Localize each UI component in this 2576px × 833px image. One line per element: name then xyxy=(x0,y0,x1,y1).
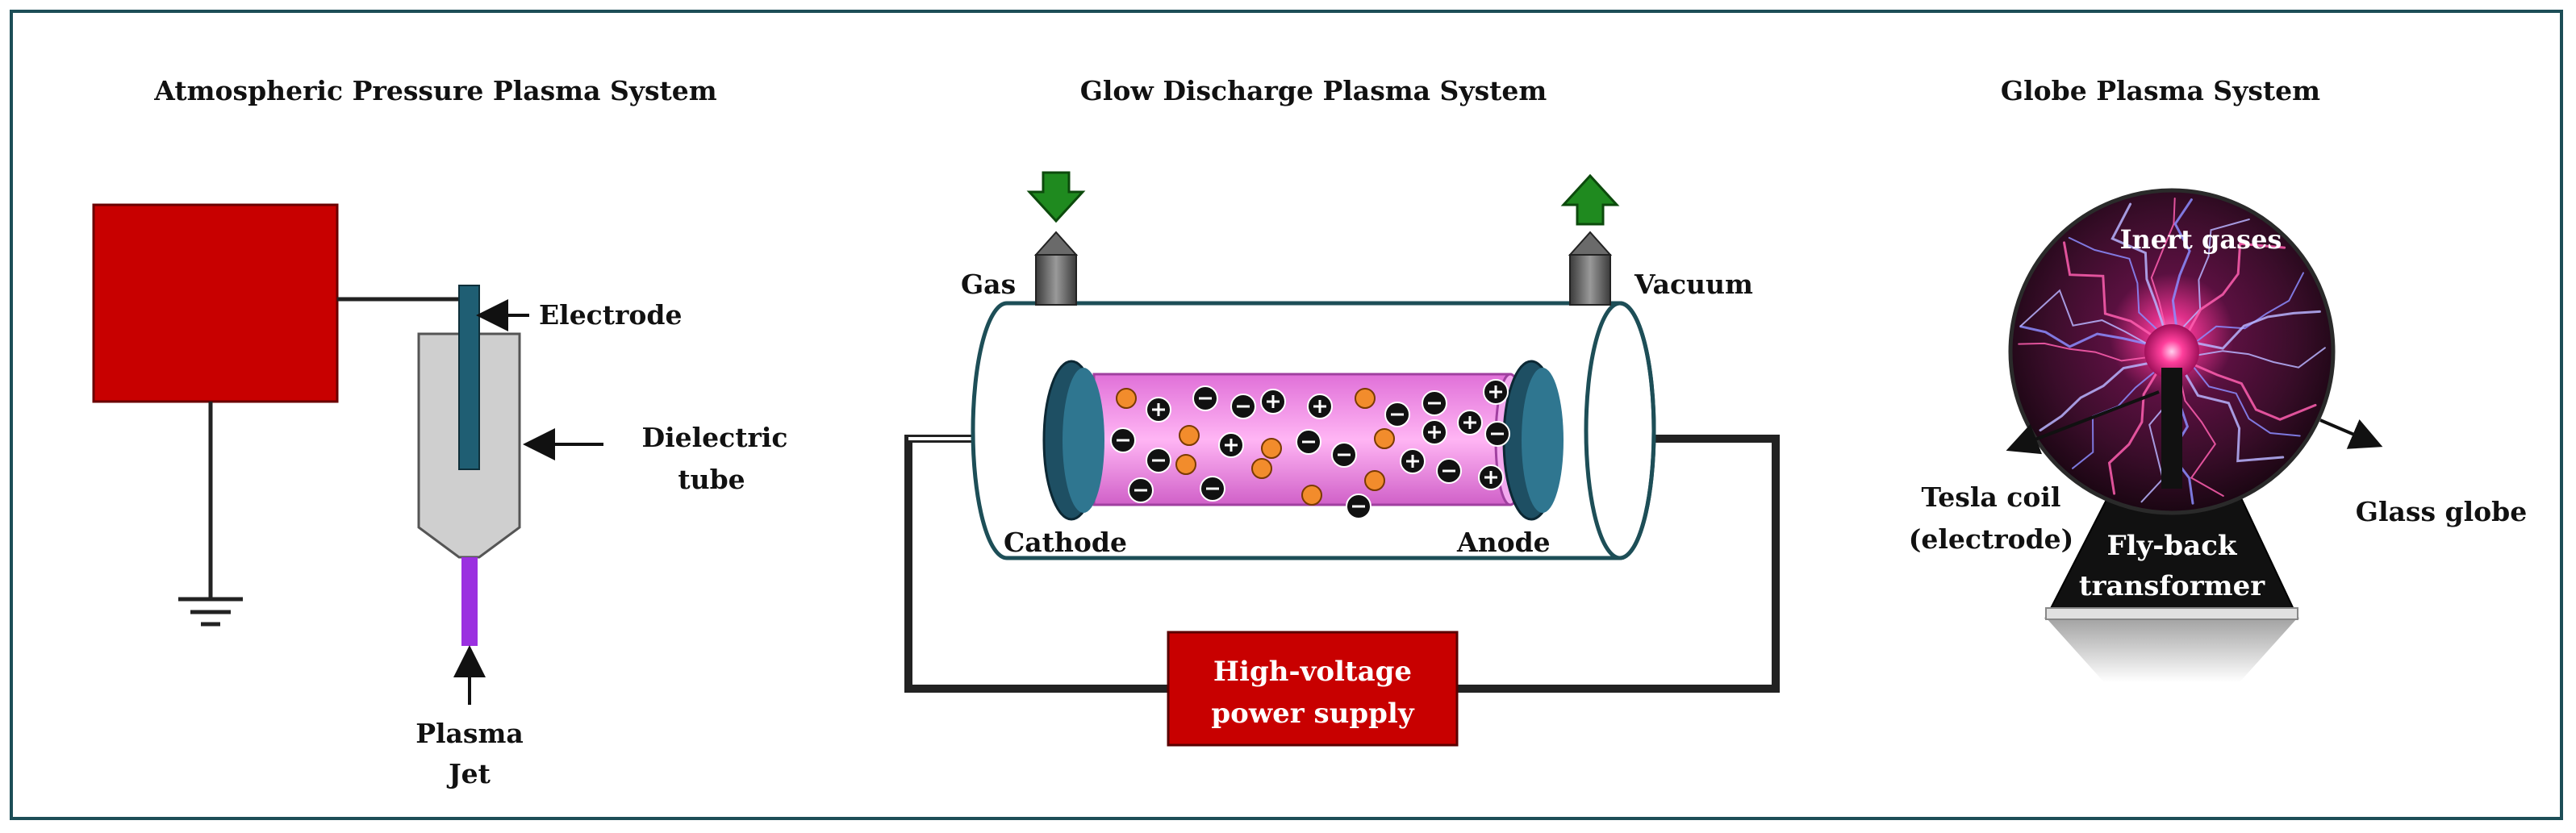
label-dielectric: Dielectric xyxy=(641,422,787,453)
neutral-particle xyxy=(1355,388,1376,409)
title-atmospheric: Atmospheric Pressure Plasma System xyxy=(153,75,716,106)
ground-icon xyxy=(178,597,243,627)
neutral-particle xyxy=(1175,454,1196,475)
label-tube: tube xyxy=(678,464,745,495)
glow-discharge-system: Gas Vacuum Cathode Anode High-voltage po… xyxy=(904,171,1780,747)
diagram-canvas: Atmospheric Pressure Plasma System Glow … xyxy=(92,75,2527,789)
neutral-particle xyxy=(1261,438,1282,459)
label-transformer: transformer xyxy=(2079,570,2265,602)
tesla-coil-arrow xyxy=(2006,390,2160,455)
figure-frame: Atmospheric Pressure Plasma System Glow … xyxy=(10,10,2563,820)
high-voltage-power-supply xyxy=(1167,631,1459,747)
power-source-box xyxy=(92,203,339,403)
label-gas: Gas xyxy=(961,269,1016,300)
vacuum-valve xyxy=(1568,231,1613,306)
label-jet: Jet xyxy=(446,758,491,789)
neutral-particle xyxy=(1251,458,1272,479)
circuit-wire-right xyxy=(1457,435,1780,693)
label-anode: Anode xyxy=(1456,527,1551,558)
label-psu-2: power supply xyxy=(1211,698,1414,730)
neutral-particle xyxy=(1364,470,1385,491)
globe-system: Inert gases Tesla coil (electrode) Glass… xyxy=(1909,188,2527,682)
title-globe: Globe Plasma System xyxy=(2001,75,2320,106)
label-flyback: Fly-back xyxy=(2107,530,2238,562)
glass-tube-end xyxy=(1584,301,1656,560)
label-electrode-paren: (electrode) xyxy=(1909,523,2074,555)
neutral-particle xyxy=(1374,428,1395,449)
neutral-particle xyxy=(1179,425,1200,446)
globe-core xyxy=(2144,324,2199,379)
glass-globe-arrow xyxy=(2319,419,2383,449)
label-glass-globe: Glass globe xyxy=(2356,496,2527,527)
plasma-jet xyxy=(461,557,478,646)
neutral-particle xyxy=(1301,485,1322,506)
base-shadow xyxy=(2046,618,2298,682)
label-inert-gases: Inert gases xyxy=(2120,224,2282,255)
electrode-rod xyxy=(458,285,480,470)
atmospheric-system: Electrode Dielectric tube Plasma Jet xyxy=(92,203,788,789)
gas-in-arrow-icon xyxy=(1026,171,1086,223)
label-psu-1: High-voltage xyxy=(1213,656,1412,688)
gas-valve xyxy=(1033,231,1079,306)
tesla-coil-rod xyxy=(2161,368,2182,489)
plasma-particles xyxy=(1110,379,1510,519)
label-tesla-coil: Tesla coil xyxy=(1922,481,2061,513)
label-electrode: Electrode xyxy=(539,299,683,331)
label-plasma: Plasma xyxy=(415,718,524,749)
label-vacuum: Vacuum xyxy=(1634,269,1753,300)
label-cathode: Cathode xyxy=(1004,527,1127,558)
title-glow-discharge: Glow Discharge Plasma System xyxy=(1080,75,1547,106)
neutral-particle xyxy=(1116,388,1137,409)
vacuum-out-arrow-icon xyxy=(1560,173,1620,226)
